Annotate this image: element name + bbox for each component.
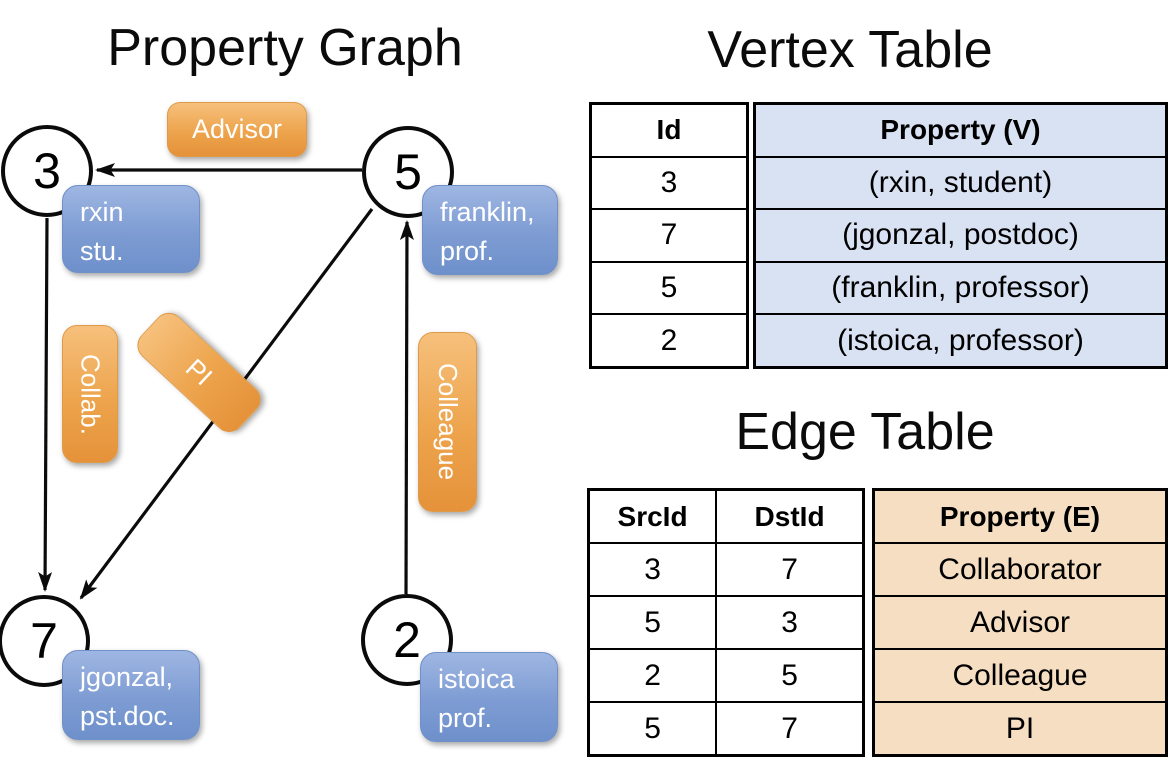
edge-label-advisor: Advisor [167, 102, 307, 157]
vertex-row-id: 2 [592, 313, 746, 366]
edge-row-dst: 5 [715, 650, 862, 701]
node-5-id: 5 [394, 144, 422, 200]
edge-table-ids-columns: SrcId DstId 3 7 5 3 2 5 5 7 [587, 488, 865, 757]
node-2-property-box: istoica prof. [420, 652, 558, 742]
edge-row-src: 5 [644, 711, 661, 745]
node-7-property-box: jgonzal, pst.doc. [62, 650, 200, 740]
vertex-row-id: 3 [592, 155, 746, 209]
vertex-row-property: (istoica, professor) [756, 313, 1165, 366]
node-3-id: 3 [33, 143, 61, 199]
vertex-row-id: 7 [592, 208, 746, 261]
edge-table-title: Edge Table [735, 403, 995, 461]
edge-property-header: Property (E) [939, 500, 1101, 532]
edge-row-property: Advisor [875, 595, 1165, 648]
edge-table-property-column: Property (E) Collaborator Advisor Collea… [872, 488, 1168, 757]
vertex-row-id: 5 [592, 260, 746, 314]
vertex-table-title: Vertex Table [707, 21, 993, 79]
edge-dstid-header: DstId [715, 491, 862, 542]
vertex-id-header: Id [656, 114, 682, 146]
edge-label-pi: PI [131, 306, 267, 439]
edge-row-src: 5 [644, 605, 661, 639]
vertex-row-property: (rxin, student) [756, 155, 1165, 209]
edge-row-src: 2 [644, 658, 661, 692]
node-2-id: 2 [393, 612, 421, 668]
edge-2-to-5 [399, 220, 414, 595]
edge-row-property: Collaborator [875, 542, 1165, 595]
property-graph-title: Property Graph [107, 19, 463, 77]
edge-label-collab: Collab. [62, 325, 118, 463]
node-5-property-box: franklin, prof. [422, 185, 558, 275]
vertex-property-header: Property (V) [880, 114, 1041, 146]
edge-row-dst: 7 [715, 544, 862, 595]
edge-row-property: PI [875, 701, 1165, 754]
edge-srcid-header: SrcId [617, 500, 688, 532]
edge-row-dst: 7 [715, 703, 862, 754]
node-3-property-box: rxin stu. [62, 185, 200, 273]
edge-3-to-7 [38, 217, 53, 592]
edge-label-colleague: Colleague [418, 332, 477, 512]
edge-row-property: Colleague [875, 648, 1165, 701]
vertex-row-property: (jgonzal, postdoc) [756, 208, 1165, 261]
vertex-row-property: (franklin, professor) [756, 260, 1165, 314]
vertex-table-property-column: Property (V) (rxin, student) (jgonzal, p… [753, 102, 1168, 369]
edge-row-dst: 3 [715, 597, 862, 648]
node-7-id: 7 [30, 613, 58, 669]
vertex-table-id-column: Id 3 7 5 2 [589, 102, 749, 369]
graph-node-3: 3 [1, 125, 93, 217]
edge-row-src: 3 [644, 552, 661, 586]
